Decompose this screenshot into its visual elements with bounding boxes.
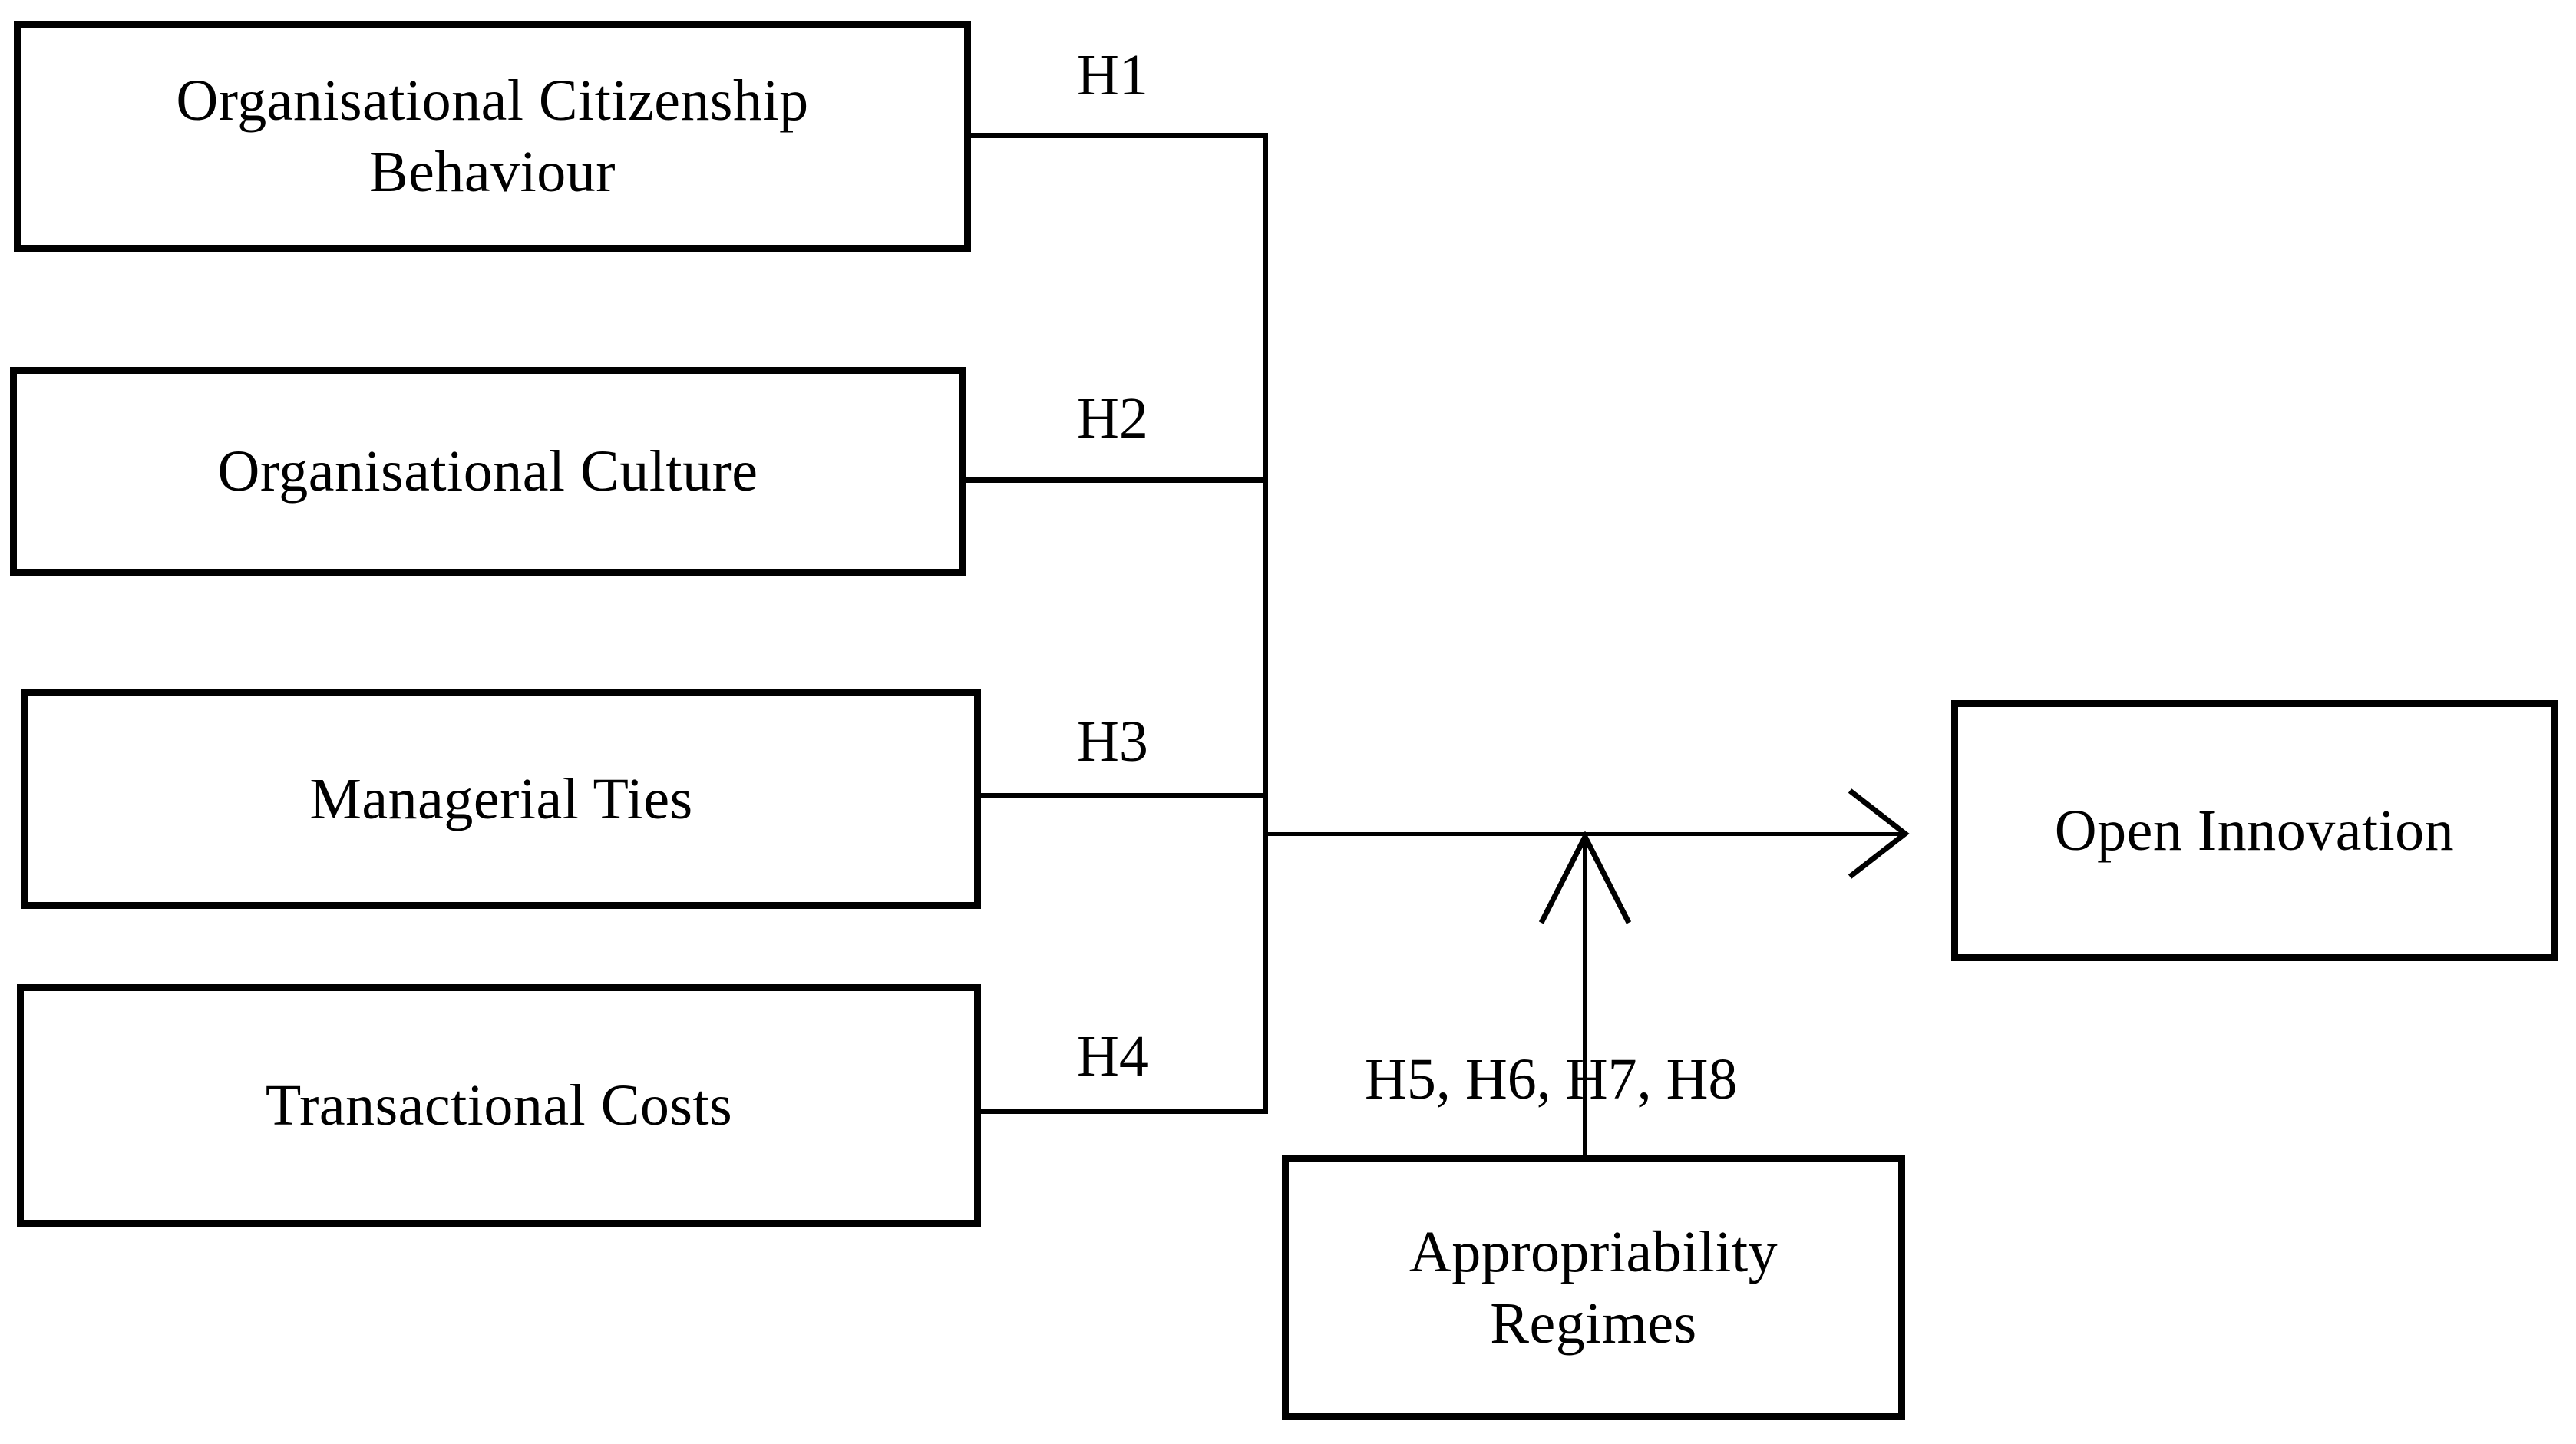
connector-h4	[978, 1109, 1268, 1114]
node-open-innovation[interactable]: Open Innovation	[1951, 700, 2558, 961]
connector-moderator-vertical	[1583, 835, 1587, 1158]
node-label: Organisational Culture	[217, 438, 758, 504]
edge-label-h1: H1	[1077, 43, 1148, 107]
edge-label-h4: H4	[1077, 1024, 1148, 1089]
arrowhead-open-innovation-icon	[1848, 788, 1910, 879]
connector-h3	[979, 793, 1268, 798]
node-label: Managerial Ties	[309, 766, 693, 831]
node-label: Organisational Citizenship Behaviour	[176, 68, 809, 204]
edge-label-h2: H2	[1077, 386, 1148, 451]
node-label: Appropriability Regimes	[1409, 1219, 1778, 1356]
connector-h1	[969, 133, 1268, 138]
node-label: Open Innovation	[2054, 798, 2455, 863]
arrowhead-moderator-icon	[1538, 831, 1632, 924]
connector-h2	[964, 477, 1268, 483]
node-transactional-costs[interactable]: Transactional Costs	[17, 984, 981, 1227]
node-organisational-citizenship-behaviour[interactable]: Organisational Citizenship Behaviour	[14, 21, 971, 252]
edge-label-h5-h6-h7-h8: H5, H6, H7, H8	[1365, 1047, 1738, 1112]
node-managerial-ties[interactable]: Managerial Ties	[21, 689, 981, 909]
edge-label-h3: H3	[1077, 709, 1148, 774]
node-organisational-culture[interactable]: Organisational Culture	[10, 367, 966, 576]
connector-trunk-vertical	[1263, 133, 1268, 1114]
node-label: Transactional Costs	[265, 1072, 733, 1138]
node-appropriability-regimes[interactable]: Appropriability Regimes	[1282, 1155, 1905, 1420]
